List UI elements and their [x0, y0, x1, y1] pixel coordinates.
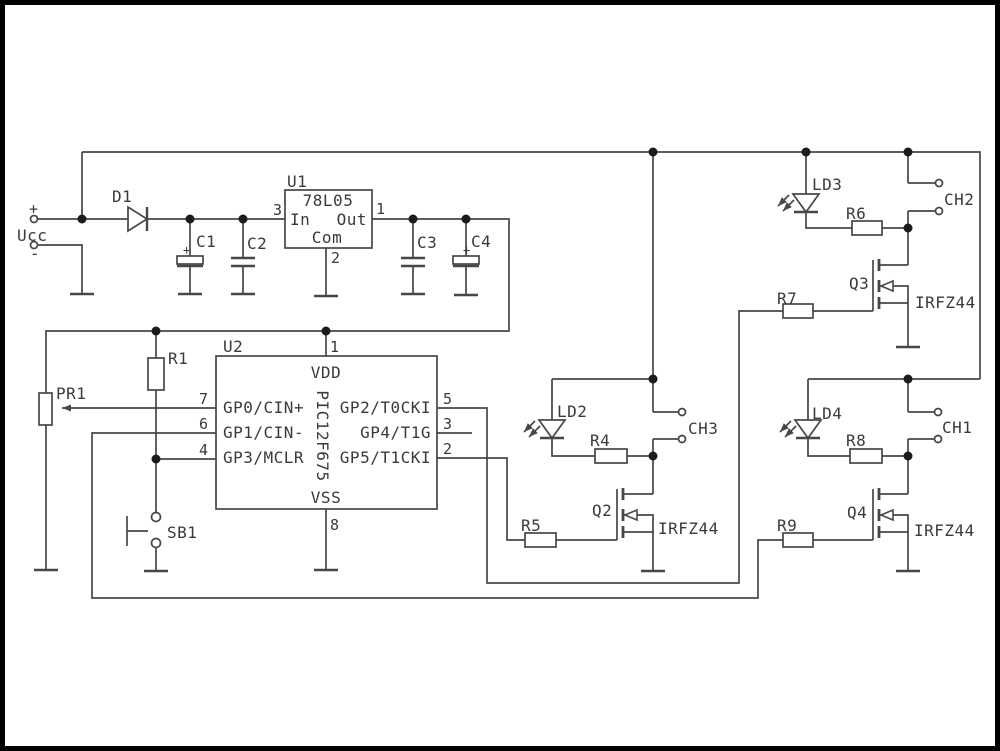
c3-ref: C3 — [417, 233, 437, 252]
diode-d1 — [127, 205, 149, 233]
terminal-ch2-b — [934, 206, 944, 216]
u2-part: PIC12F675 — [313, 390, 332, 481]
u2-gp3-label: GP3/MCLR — [223, 448, 304, 467]
q3-part: IRFZ44 — [915, 293, 976, 312]
q4-part: IRFZ44 — [914, 521, 975, 540]
r5-ref: R5 — [521, 516, 541, 535]
u1-pin1-num: 1 — [376, 200, 385, 218]
u2-gp1-label: GP1/CIN- — [223, 423, 304, 442]
q4-ref: Q4 — [847, 503, 867, 522]
u2-vss-label: VSS — [311, 488, 341, 507]
u1-pin2-num: 2 — [331, 249, 340, 267]
terminal-ch3-a — [677, 407, 687, 417]
u2-vdd-label: VDD — [311, 363, 341, 382]
q2-ref: Q2 — [592, 501, 612, 520]
mosfet-q3 — [877, 259, 894, 309]
u2-gp2-label: GP2/T0CKI — [340, 398, 431, 417]
u1-pin3-num: 3 — [273, 201, 282, 219]
u2-ref: U2 — [223, 337, 243, 356]
u2-pin4-num: 4 — [199, 441, 208, 459]
u2-pin3-num: 3 — [443, 415, 452, 433]
r7-ref: R7 — [777, 289, 797, 308]
terminal-ch1-b — [933, 434, 943, 444]
ch1-label: CH1 — [942, 418, 972, 437]
u2-pin5-num: 5 — [443, 390, 452, 408]
resistor-r9-body — [782, 532, 814, 548]
mosfet-q4 — [877, 488, 894, 538]
u1-pin-com-label: Com — [312, 228, 342, 247]
u2-gp5-label: GP5/T1CKI — [340, 448, 431, 467]
ld3-ref: LD3 — [812, 175, 842, 194]
ch3-label: CH3 — [688, 419, 718, 438]
d1-ref: D1 — [112, 187, 132, 206]
ld2-ref: LD2 — [557, 402, 587, 421]
resistor-r1-body — [147, 357, 165, 391]
u2-pin6-num: 6 — [199, 415, 208, 433]
u1-pin-in-label: In — [290, 210, 310, 229]
led-ld4 — [779, 419, 823, 440]
button-sb1 — [126, 511, 162, 549]
led-ld2 — [523, 419, 567, 440]
ground-symbols — [34, 292, 920, 573]
c4-ref: C4 — [471, 232, 491, 251]
ucc-minus-label: - — [30, 244, 40, 263]
resistor-r4-body — [594, 448, 628, 464]
u2-gp0-label: GP0/CIN+ — [223, 398, 304, 417]
resistor-r5-body — [524, 532, 557, 548]
ucc-plus-label: + — [29, 200, 38, 218]
u2-pin8-num: 8 — [330, 516, 339, 534]
capacitor-c1 — [176, 255, 204, 268]
capacitor-c4 — [452, 255, 480, 268]
sb1-ref: SB1 — [167, 523, 197, 542]
ch2-label: CH2 — [944, 190, 974, 209]
r8-ref: R8 — [846, 431, 866, 450]
u2-pin2-num: 2 — [443, 440, 452, 458]
r6-ref: R6 — [846, 204, 866, 223]
terminal-ucc-minus — [29, 240, 39, 250]
terminal-ch3-b — [677, 434, 687, 444]
ld4-ref: LD4 — [812, 404, 842, 423]
u2-pin1-num: 1 — [330, 338, 339, 356]
led-ld3 — [777, 193, 821, 214]
wires — [37, 151, 981, 599]
junction-dots — [77, 147, 913, 464]
mosfet-q2 — [621, 488, 638, 538]
u1-ref: U1 — [287, 172, 307, 191]
capacitor-c3 — [401, 256, 425, 268]
terminals — [29, 178, 944, 444]
u1-pin-out-label: Out — [337, 210, 367, 229]
terminal-ch1-a — [933, 407, 943, 417]
resistor-r6-body — [851, 220, 883, 236]
ucc-label: Ucc — [17, 226, 47, 245]
q3-ref: Q3 — [849, 274, 869, 293]
r4-ref: R4 — [590, 431, 610, 450]
mcu-u2-body — [215, 355, 438, 510]
r1-ref: R1 — [168, 349, 188, 368]
regulator-u1-body — [284, 189, 373, 249]
resistor-r8-body — [849, 448, 883, 464]
capacitor-c2 — [231, 256, 255, 268]
u2-gp4-label: GP4/T1G — [360, 423, 431, 442]
r9-ref: R9 — [777, 516, 797, 535]
c2-ref: C2 — [247, 234, 267, 253]
c1-polarity: + — [183, 243, 190, 257]
c1-ref: C1 — [196, 232, 216, 251]
terminal-ch2-a — [934, 178, 944, 188]
u1-part: 78L05 — [303, 191, 354, 210]
q2-part: IRFZ44 — [658, 519, 719, 538]
u2-pin7-num: 7 — [199, 390, 208, 408]
c4-polarity: + — [463, 243, 470, 257]
pr1-ref: PR1 — [56, 384, 86, 403]
resistor-r7-body — [782, 303, 814, 319]
terminal-ucc-plus — [29, 214, 39, 224]
potentiometer-pr1-body — [38, 392, 53, 426]
